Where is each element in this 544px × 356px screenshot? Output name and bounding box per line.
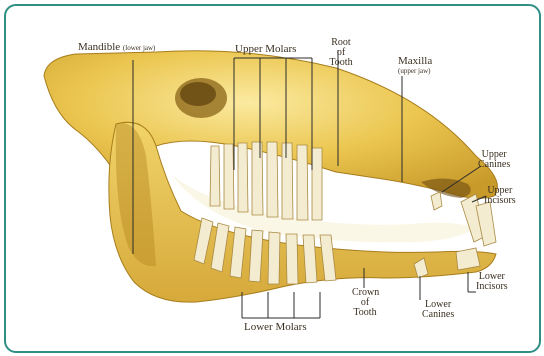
label-crown-line3: Tooth [352,308,378,318]
label-maxilla-sub: (upper jaw) [398,67,432,75]
label-lower-incisors: Lower Incisors [476,272,508,292]
horse-skull-illustration [6,6,539,351]
figure-frame: Mandible (lower jaw) Upper Molars Root o… [4,4,541,353]
label-root-of-tooth: Root of Tooth [328,38,354,68]
label-lower-molars-text: Lower Molars [244,321,307,333]
label-upper-canines: Upper Canines [478,150,510,170]
label-mandible-sub: (lower jaw) [123,44,155,52]
label-mandible: Mandible (lower jaw) [78,42,155,54]
label-lower-incisors-line2: Incisors [476,282,508,292]
label-upper-molars: Upper Molars [235,44,296,55]
label-upper-incisors: Upper Incisors [484,186,516,206]
label-lower-canines-line2: Canines [422,310,454,320]
upper-molar-teeth [210,142,322,220]
label-maxilla: Maxilla (upper jaw) [398,56,432,75]
label-upper-molars-text: Upper Molars [235,43,296,55]
label-mandible-text: Mandible [78,41,120,53]
label-upper-canines-line2: Canines [478,160,510,170]
label-upper-incisors-line2: Incisors [484,196,516,206]
label-maxilla-text: Maxilla [398,56,432,67]
label-crown-of-tooth: Crown of Tooth [352,288,378,318]
label-root-line3: Tooth [328,58,354,68]
label-lower-molars: Lower Molars [244,322,307,333]
label-lower-canines: Lower Canines [422,300,454,320]
